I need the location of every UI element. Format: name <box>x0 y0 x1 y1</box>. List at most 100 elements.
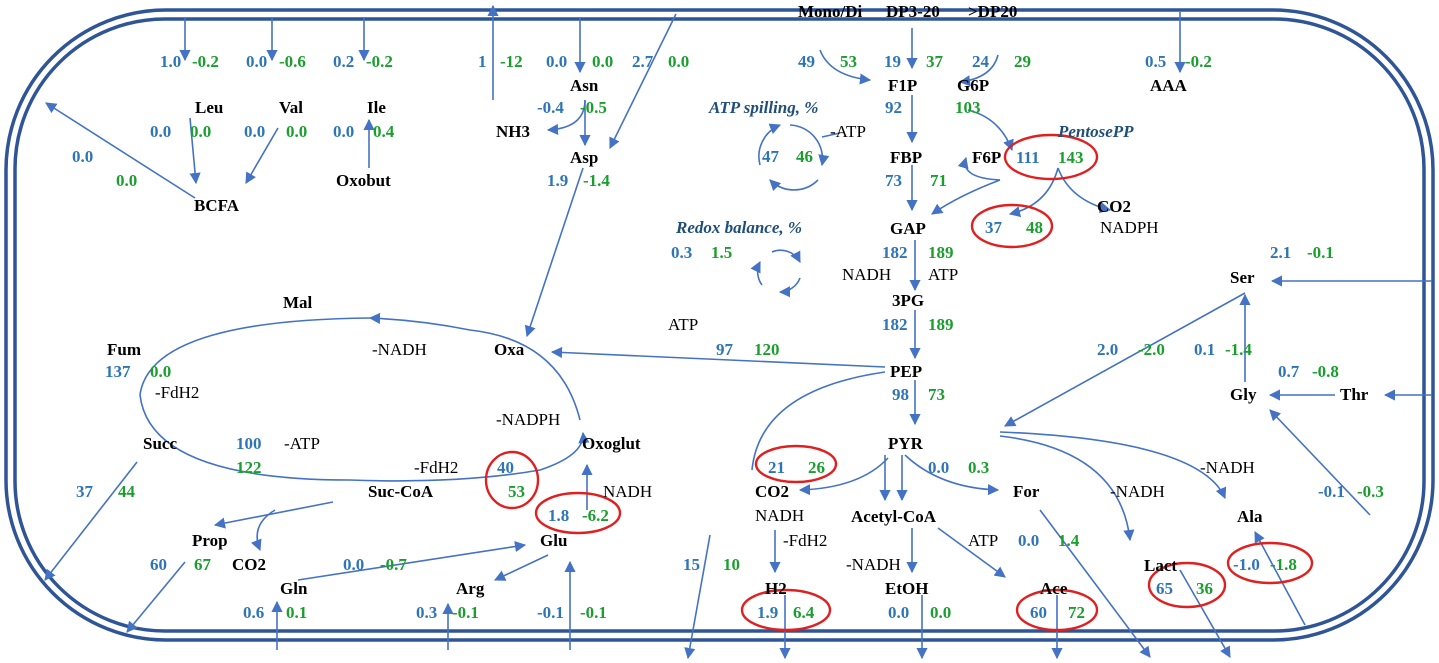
reaction-arrows <box>44 4 1432 660</box>
cell-membrane-outer <box>4 8 1435 642</box>
asp-label: Asp <box>570 148 598 167</box>
for-green-value: 0.3 <box>968 458 989 477</box>
prop-blue-value: 60 <box>150 555 167 574</box>
gly-ser-blue-value: 0.1 <box>1194 340 1215 359</box>
dp20-green-value: 29 <box>1014 52 1031 71</box>
asn-in-green-value: 0.0 <box>592 52 613 71</box>
arrow-ppp-gap <box>1008 167 1059 218</box>
gap-blue-value: 182 <box>882 243 908 262</box>
dp20-blue-value: 24 <box>972 52 990 71</box>
thr-label: Thr <box>1340 385 1369 404</box>
nadph-ppp-cofactor: NADPH <box>1100 218 1159 237</box>
g6p-label: G6P <box>957 76 989 95</box>
arrow-pyr-ala <box>999 431 1227 500</box>
lact-blue-value: 65 <box>1156 579 1173 598</box>
fbp-green-value: 71 <box>930 171 947 190</box>
arrow-gln-glu <box>297 541 527 581</box>
gln-glu-green-value: -0.7 <box>380 555 407 574</box>
for-label: For <box>1013 482 1040 501</box>
dp20-label: >DP20 <box>968 2 1017 21</box>
highlight-ppp-gap <box>970 203 1054 249</box>
f6p-blue-value: 111 <box>1016 148 1040 167</box>
co2-out-blue-value: 15 <box>683 555 700 574</box>
arrow-leu-bcfa <box>189 117 201 185</box>
f1p-green-value: 103 <box>955 98 981 117</box>
aaa-green-value: -0.2 <box>1185 52 1212 71</box>
mono-di-label: Mono/Di <box>798 2 863 21</box>
arrow-monodi <box>819 49 872 85</box>
acetyl-coa-label: Acetyl-CoA <box>851 507 937 526</box>
gap-green-value: 189 <box>928 243 954 262</box>
redox-balance-note: Redox balance, % <box>675 218 802 237</box>
ace-green-value: 72 <box>1068 603 1085 622</box>
atp-spill-link <box>821 132 841 138</box>
glu-green-value: -0.1 <box>580 603 607 622</box>
asn-green-value: -0.5 <box>580 98 607 117</box>
asp-blue-value: 1.9 <box>547 171 568 190</box>
asn-blue-value: -0.4 <box>537 98 564 117</box>
flux-values: 1.0 -0.2 0.0 -0.6 0.2 -0.2 0.0 0.0 0.0 0… <box>72 52 1384 622</box>
arrow-for-out <box>1039 509 1151 658</box>
succ-label: Succ <box>143 434 177 453</box>
highlight-circles <box>484 133 1314 632</box>
arrow-pep-oxa <box>550 346 886 368</box>
fum-label: Fum <box>107 340 141 359</box>
ser-in-blue-value: 2.1 <box>1270 243 1291 262</box>
pentose-pp-note: PentosePP <box>1057 122 1134 141</box>
atp-cycle-arc3 <box>758 123 782 166</box>
highlight-ace <box>1015 588 1099 632</box>
nadph-oxo-cofactor: -NADPH <box>496 410 560 429</box>
arrow-acetylcoa-ace <box>937 527 1006 578</box>
gap-label: GAP <box>890 219 926 238</box>
succ-out-green-value: 44 <box>118 482 136 501</box>
h2-label: H2 <box>765 579 787 598</box>
co2-pyr-label: CO2 <box>755 482 789 501</box>
pep-oxa-green-value: 120 <box>754 340 780 359</box>
tca-arc-left <box>139 317 371 481</box>
highlight-lact <box>1147 561 1227 609</box>
redox-blue-value: 0.3 <box>671 243 692 262</box>
ace-label: Ace <box>1040 579 1068 598</box>
ile-in-blue-value: 0.2 <box>333 52 354 71</box>
for-blue-value: 0.0 <box>928 458 949 477</box>
arrow-pyr-for <box>904 454 1000 496</box>
bcfa-label: BCFA <box>194 196 240 215</box>
cell-membrane-inner <box>13 17 1426 633</box>
glu-oxo-blue-value: 1.8 <box>548 506 569 525</box>
val-in-green-value: -0.6 <box>279 52 306 71</box>
glu-oxo-green-value: -6.2 <box>582 506 609 525</box>
arg-label: Arg <box>456 579 485 598</box>
prop-label: Prop <box>192 531 228 550</box>
pep-blue-value: 98 <box>892 385 909 404</box>
aaa-blue-value: 0.5 <box>1145 52 1166 71</box>
asp-green-value: -1.4 <box>583 171 610 190</box>
co2-pyr-green-value: 26 <box>808 458 825 477</box>
asn-label: Asn <box>570 76 599 95</box>
arg-blue-value: 0.3 <box>416 603 437 622</box>
redox-arc1 <box>771 249 801 263</box>
ile-in-green-value: -0.2 <box>366 52 393 71</box>
succ-blue-value: 100 <box>236 434 262 453</box>
arrow-oxo-mal <box>368 312 581 421</box>
atp-spilling-note: ATP spilling, % <box>708 98 818 117</box>
pep-oxa-blue-value: 97 <box>716 340 734 359</box>
atp-gap-cofactor: ATP <box>928 265 958 284</box>
mal-label: Mal <box>283 293 313 312</box>
3pg-blue-value: 182 <box>882 315 908 334</box>
bcfa-green-value: 0.0 <box>116 171 137 190</box>
fdh2-succ-cofactor: -FdH2 <box>414 458 458 477</box>
ile-green-value: 0.4 <box>373 122 395 141</box>
arrow-succoa-co2 <box>251 509 276 552</box>
highlight-co2-pyr <box>754 444 838 484</box>
leu-in-blue-value: 1.0 <box>160 52 181 71</box>
arrow-pyr-co2 <box>798 457 889 496</box>
co2-pyr-blue-value: 21 <box>768 458 785 477</box>
ala-label: Ala <box>1237 507 1263 526</box>
tca-arc-bottom <box>349 431 590 482</box>
3pg-label: 3PG <box>892 291 924 310</box>
f6p-label: F6P <box>972 148 1001 167</box>
leu-in-green-value: -0.2 <box>192 52 219 71</box>
ala-green-value: -1.8 <box>1270 555 1297 574</box>
lact-label: Lact <box>1144 556 1177 575</box>
dp3-20-label: DP3-20 <box>886 2 940 21</box>
